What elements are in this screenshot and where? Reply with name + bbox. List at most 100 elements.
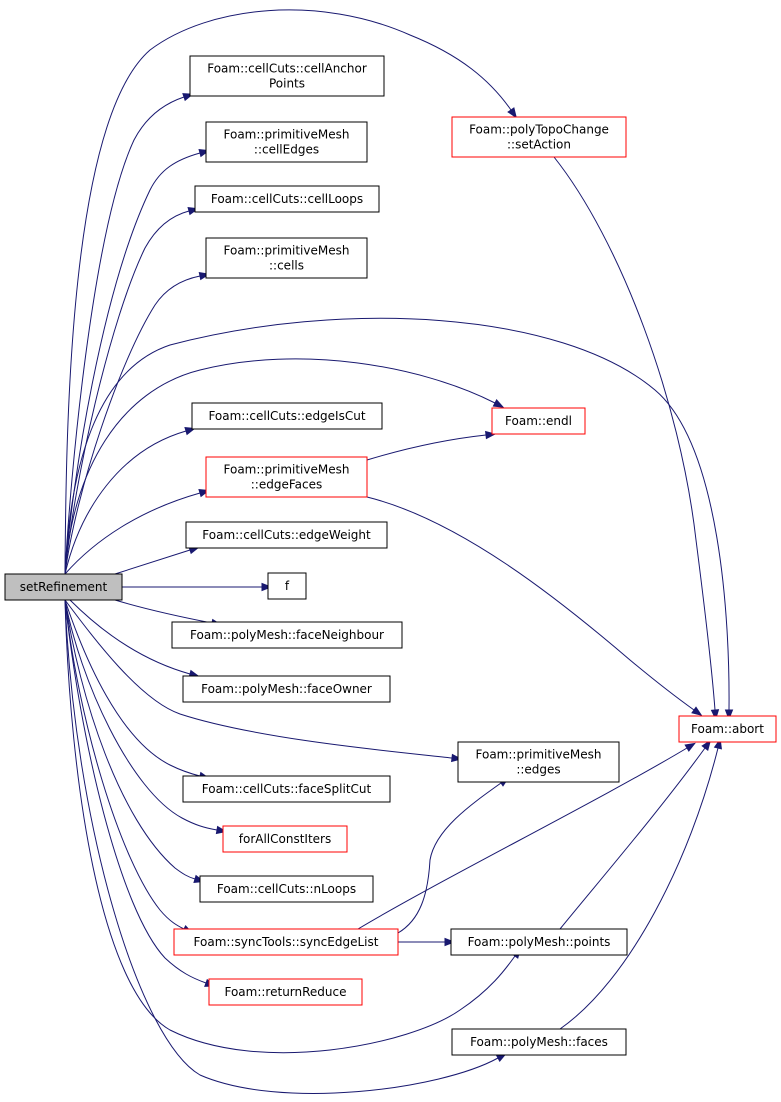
edge-edgeFaces-to-endl bbox=[366, 430, 497, 461]
edge-arrowhead bbox=[444, 937, 456, 947]
edge-line bbox=[64, 317, 730, 711]
node-label: ::setAction bbox=[507, 138, 571, 152]
edge-setRefinement-to-abort bbox=[64, 317, 734, 721]
node-endl[interactable]: Foam::endl bbox=[491, 407, 586, 435]
edge-setAction-to-abort bbox=[553, 156, 720, 721]
node-box bbox=[457, 741, 620, 783]
edge-line bbox=[64, 599, 185, 930]
node-forAllConstIters[interactable]: forAllConstIters bbox=[222, 825, 348, 853]
edge-line bbox=[114, 599, 213, 624]
node-label: Foam::returnReduce bbox=[224, 985, 346, 999]
node-label: Foam::polyTopoChange bbox=[469, 123, 609, 137]
node-label: ::edgeFaces bbox=[251, 478, 322, 492]
node-box bbox=[678, 715, 777, 743]
node-box bbox=[4, 573, 123, 601]
edge-arrowhead bbox=[507, 107, 517, 119]
node-box bbox=[205, 121, 368, 163]
edge-syncEdgeList-to-points bbox=[398, 937, 456, 947]
edge-edgeFaces-to-abort bbox=[366, 496, 703, 717]
node-label: Foam::cellCuts::nLoops bbox=[217, 882, 356, 896]
node-box bbox=[185, 521, 388, 549]
node-label: ::cellEdges bbox=[254, 143, 319, 157]
edge-line bbox=[559, 747, 719, 1030]
edge-syncEdgeList-to-abort bbox=[357, 742, 696, 930]
node-box bbox=[208, 978, 363, 1006]
node-syncEdgeList[interactable]: Foam::syncTools::syncEdgeList bbox=[173, 928, 399, 956]
edge-arrowhead bbox=[691, 706, 703, 717]
edge-setRefinement-to-f bbox=[122, 582, 273, 592]
node-label: Foam::polyMesh::faceOwner bbox=[201, 682, 372, 696]
node-faceSplitCut[interactable]: Foam::cellCuts::faceSplitCut bbox=[182, 775, 391, 803]
node-box bbox=[199, 875, 374, 903]
edge-line bbox=[64, 9, 512, 575]
node-box bbox=[182, 675, 391, 703]
edge-line bbox=[64, 599, 499, 1094]
edge-arrowhead bbox=[724, 709, 734, 721]
node-faces[interactable]: Foam::polyMesh::faces bbox=[451, 1028, 627, 1056]
node-box bbox=[173, 928, 399, 956]
node-label: Foam::abort bbox=[691, 722, 764, 736]
node-f[interactable]: f bbox=[267, 572, 307, 600]
node-abort[interactable]: Foam::abort bbox=[678, 715, 777, 743]
edge-line bbox=[64, 599, 207, 984]
edge-line bbox=[357, 747, 688, 930]
node-edges[interactable]: Foam::primitiveMesh::edges bbox=[457, 741, 620, 783]
node-points[interactable]: Foam::polyMesh::points bbox=[450, 928, 628, 956]
node-label: f bbox=[285, 579, 290, 593]
node-box bbox=[205, 456, 368, 498]
node-setRefinement[interactable]: setRefinement bbox=[4, 573, 123, 601]
edge-setRefinement-to-edgeWeight bbox=[114, 546, 200, 575]
node-cellEdges[interactable]: Foam::primitiveMesh::cellEdges bbox=[205, 121, 368, 163]
node-label: Foam::cellCuts::faceSplitCut bbox=[202, 782, 372, 796]
node-returnReduce[interactable]: Foam::returnReduce bbox=[208, 978, 363, 1006]
node-label: Foam::polyMesh::faceNeighbour bbox=[190, 628, 384, 642]
node-label: forAllConstIters bbox=[239, 832, 331, 846]
node-label: setRefinement bbox=[20, 580, 108, 594]
edge-arrowhead bbox=[701, 739, 712, 751]
node-label: Foam::primitiveMesh bbox=[224, 463, 350, 477]
edges-layer bbox=[64, 9, 734, 1094]
node-faceNeighbour[interactable]: Foam::polyMesh::faceNeighbour bbox=[171, 621, 403, 649]
node-box bbox=[194, 185, 380, 213]
edge-line bbox=[64, 599, 218, 831]
edge-line bbox=[64, 599, 453, 759]
node-setAction[interactable]: Foam::polyTopoChange::setAction bbox=[451, 116, 627, 158]
node-label: Foam::endl bbox=[505, 414, 572, 428]
edge-faces-to-abort bbox=[559, 737, 722, 1030]
node-label: Foam::primitiveMesh bbox=[224, 244, 350, 258]
node-nLoops[interactable]: Foam::cellCuts::nLoops bbox=[199, 875, 374, 903]
node-label: Foam::cellCuts::cellAnchor bbox=[207, 62, 367, 76]
node-edgeFaces[interactable]: Foam::primitiveMesh::edgeFaces bbox=[205, 456, 368, 498]
edge-line bbox=[64, 210, 190, 575]
node-box bbox=[222, 825, 348, 853]
node-label: Foam::cellCuts::cellLoops bbox=[211, 192, 363, 206]
edge-line bbox=[64, 599, 516, 1054]
edge-line bbox=[366, 434, 487, 461]
node-label: Foam::cellCuts::edgeWeight bbox=[202, 528, 371, 542]
edge-line bbox=[69, 599, 191, 675]
node-box bbox=[450, 928, 628, 956]
node-label: Points bbox=[269, 77, 305, 91]
edge-arrowhead bbox=[710, 709, 720, 721]
node-cells[interactable]: Foam::primitiveMesh::cells bbox=[205, 237, 368, 279]
edge-arrowhead bbox=[492, 399, 505, 408]
edge-arrowhead bbox=[485, 430, 497, 440]
edge-line bbox=[366, 496, 695, 711]
edge-arrowhead bbox=[684, 742, 696, 752]
node-edgeIsCut[interactable]: Foam::cellCuts::edgeIsCut bbox=[191, 402, 383, 430]
node-label: Foam::polyMesh::faces bbox=[470, 1035, 608, 1049]
node-box bbox=[182, 775, 391, 803]
node-box bbox=[267, 572, 307, 600]
node-cellLoops[interactable]: Foam::cellCuts::cellLoops bbox=[194, 185, 380, 213]
node-label: Foam::syncTools::syncEdgeList bbox=[194, 935, 379, 949]
edge-setRefinement-to-edges bbox=[64, 599, 463, 763]
edge-line bbox=[64, 358, 496, 575]
edge-points-to-abort bbox=[559, 739, 712, 930]
edge-line bbox=[553, 156, 716, 711]
node-box bbox=[451, 1028, 627, 1056]
edge-line bbox=[114, 549, 191, 575]
node-faceOwner[interactable]: Foam::polyMesh::faceOwner bbox=[182, 675, 391, 703]
node-edgeWeight[interactable]: Foam::cellCuts::edgeWeight bbox=[185, 521, 388, 549]
